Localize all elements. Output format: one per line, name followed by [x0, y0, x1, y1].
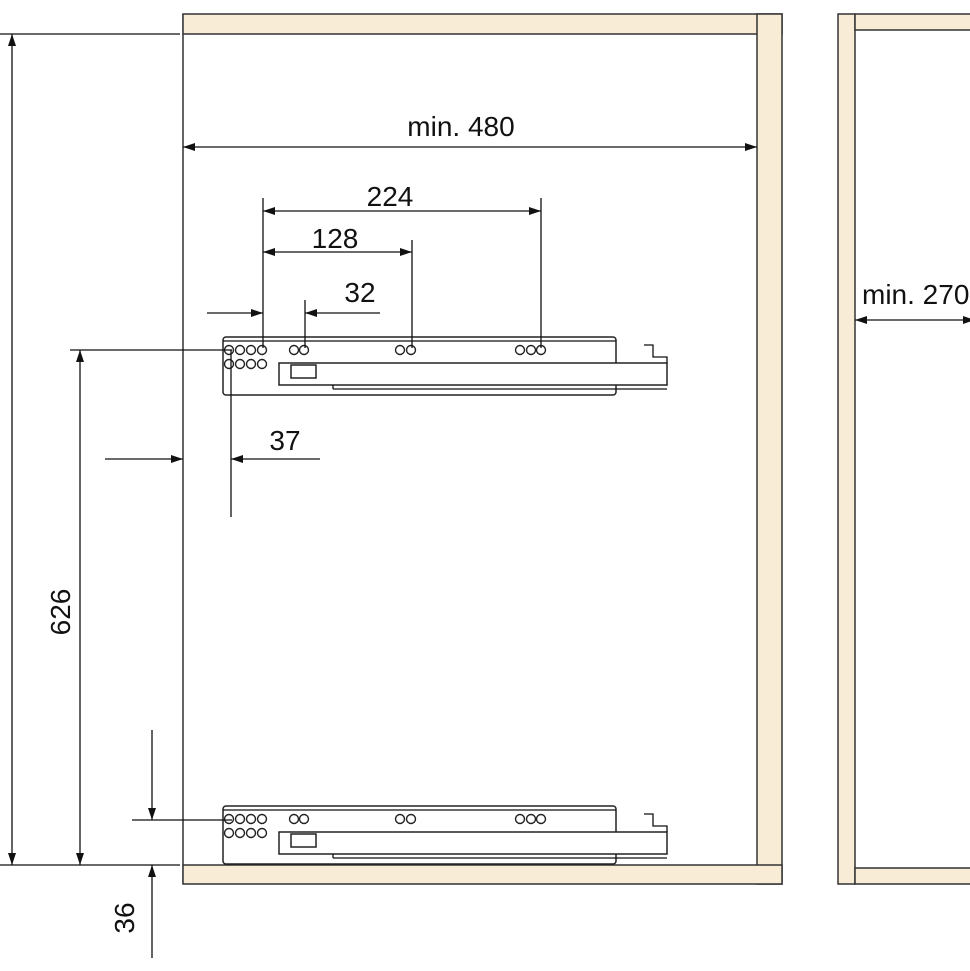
- mounting-hole: [256, 813, 268, 825]
- mounting-hole: [223, 813, 235, 825]
- mounting-hole: [234, 827, 246, 839]
- drawer-slide-2: [222, 805, 668, 865]
- mounting-hole: [298, 344, 310, 356]
- dimension-128: 128: [263, 223, 413, 348]
- mounting-hole: [234, 813, 246, 825]
- label-224: 224: [367, 181, 414, 212]
- cabinet2-top-panel: [854, 13, 970, 31]
- mounting-hole: [525, 344, 537, 356]
- label-36: 36: [109, 902, 140, 933]
- mounting-hole: [405, 344, 417, 356]
- mounting-hole: [223, 827, 235, 839]
- label-37: 37: [269, 425, 300, 456]
- cabinet2-bottom-panel: [854, 867, 970, 885]
- mounting-hole: [288, 813, 300, 825]
- label-min-270: min. 270: [862, 279, 969, 310]
- mounting-hole: [394, 813, 406, 825]
- mounting-hole: [525, 813, 537, 825]
- mounting-hole: [245, 813, 257, 825]
- mounting-hole: [514, 344, 526, 356]
- cabinet-right: [837, 13, 970, 885]
- mounting-hole: [234, 358, 246, 370]
- mounting-hole: [394, 344, 406, 356]
- mounting-hole: [288, 344, 300, 356]
- dimension-37: 37: [105, 350, 320, 517]
- dimension-36: 36: [109, 730, 232, 958]
- cabinet-right-panel: [756, 13, 783, 885]
- dimension-32: 32: [207, 277, 380, 348]
- mounting-hole: [245, 827, 257, 839]
- drawer-slide-1: [222, 336, 668, 396]
- dimension-min-270: min. 270: [855, 279, 970, 324]
- label-32: 32: [344, 277, 375, 308]
- mounting-hole: [405, 813, 417, 825]
- mounting-hole: [234, 344, 246, 356]
- mounting-hole: [256, 344, 268, 356]
- dimension-626: 626: [45, 349, 232, 865]
- mounting-hole: [245, 344, 257, 356]
- mounting-hole: [514, 813, 526, 825]
- label-626: 626: [45, 589, 76, 636]
- mounting-hole: [223, 358, 235, 370]
- cabinet-bottom-panel: [182, 864, 783, 885]
- label-min-480: min. 480: [407, 111, 514, 142]
- mounting-hole: [245, 358, 257, 370]
- cabinet-top-panel: [182, 13, 783, 35]
- dimension-224: 224: [262, 181, 542, 348]
- mounting-hole: [298, 813, 310, 825]
- label-128: 128: [312, 223, 359, 254]
- dimension-overall-height: [0, 33, 180, 866]
- dimension-min-480: min. 480: [183, 111, 757, 151]
- cabinet-left: [182, 13, 783, 885]
- mounting-hole: [256, 358, 268, 370]
- cabinet2-left-panel: [837, 13, 856, 885]
- mounting-hole: [535, 813, 547, 825]
- mounting-hole: [256, 827, 268, 839]
